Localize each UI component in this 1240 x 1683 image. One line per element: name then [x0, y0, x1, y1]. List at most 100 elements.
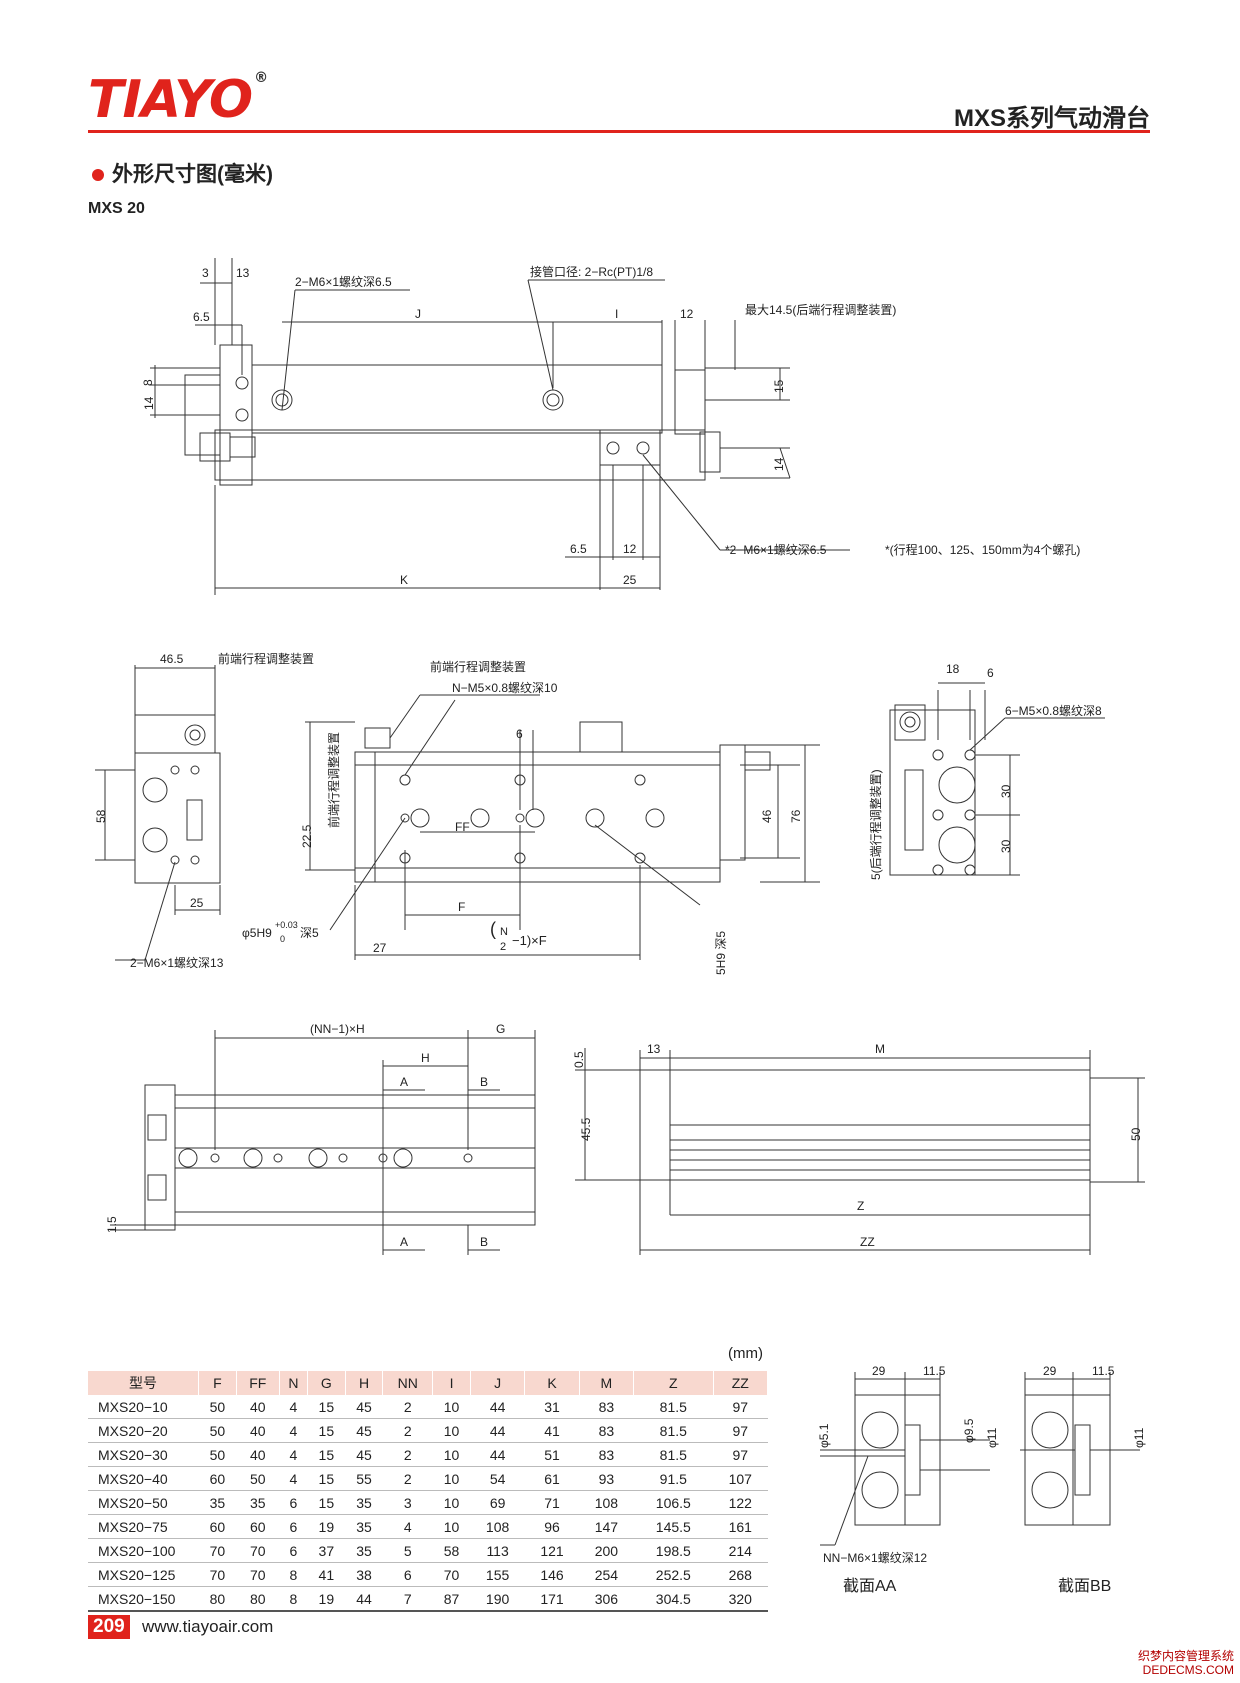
- table-cell: 171: [524, 1586, 580, 1612]
- table-header: 型号: [88, 1371, 199, 1395]
- svg-text:2−M6×1螺纹深6.5: 2−M6×1螺纹深6.5: [295, 275, 392, 289]
- svg-text:深5: 深5: [300, 926, 319, 940]
- table-header: G: [307, 1371, 346, 1395]
- table-header: F: [198, 1371, 237, 1395]
- svg-text:58: 58: [94, 809, 108, 823]
- svg-text:5(后端行程调整装置): 5(后端行程调整装置): [868, 769, 883, 880]
- table-cell: 55: [345, 1466, 383, 1491]
- table-cell: 40: [236, 1442, 280, 1467]
- table-cell: 10: [432, 1514, 471, 1539]
- svg-text:29: 29: [1043, 1364, 1057, 1378]
- table-header: M: [579, 1371, 635, 1395]
- svg-text:25: 25: [190, 896, 204, 910]
- table-cell: 198.5: [633, 1538, 714, 1563]
- table-cell: 45: [345, 1395, 383, 1419]
- svg-text:NN−M6×1螺纹深12: NN−M6×1螺纹深12: [823, 1551, 927, 1565]
- dimension-drawings: 3 13 6.5 8 14 2−M6×1螺纹深6.5 接管口径: 2−Rc(PT…: [94, 258, 1145, 1255]
- table-cell: 4: [279, 1466, 308, 1491]
- svg-text:14: 14: [772, 457, 786, 471]
- table-cell: 15: [307, 1490, 346, 1515]
- table-cell: 10: [432, 1418, 471, 1443]
- svg-text:11.5: 11.5: [1092, 1364, 1115, 1378]
- svg-text:0.5: 0.5: [572, 1051, 586, 1068]
- svg-text:K: K: [400, 573, 408, 587]
- table-cell: 69: [470, 1490, 525, 1515]
- side-view-labels: 13 M 0.5 45.5 50 Z ZZ: [572, 1042, 1143, 1249]
- table-cell: 6: [382, 1562, 433, 1587]
- svg-text:φ11: φ11: [985, 1427, 999, 1448]
- table-cell: 106.5: [633, 1490, 714, 1515]
- table-cell: 6: [279, 1538, 308, 1563]
- table-cell: 41: [524, 1418, 580, 1443]
- svg-text:B: B: [480, 1075, 488, 1089]
- table-cell: MXS20−100: [88, 1538, 199, 1563]
- table-cell: 5: [382, 1538, 433, 1563]
- table-cell: 4: [279, 1418, 308, 1443]
- top-view-drawing: [150, 258, 850, 595]
- svg-text:6: 6: [987, 666, 994, 680]
- svg-text:46.5: 46.5: [160, 652, 184, 666]
- table-cell: 58: [432, 1538, 471, 1563]
- table-cell: 190: [470, 1586, 525, 1612]
- svg-text:Z: Z: [857, 1199, 864, 1213]
- website-link[interactable]: www.tiayoair.com: [142, 1617, 274, 1636]
- table-cell: MXS20−10: [88, 1395, 199, 1419]
- registered-mark: ®: [254, 70, 268, 86]
- svg-text:*(行程100、125、150mm为4个螺孔): *(行程100、125、150mm为4个螺孔): [885, 542, 1080, 557]
- left-end-view-drawing: [95, 665, 221, 961]
- svg-text:29: 29: [872, 1364, 886, 1378]
- table-cell: 122: [713, 1490, 768, 1515]
- section-bb-drawing: [1020, 1372, 1140, 1526]
- table-cell: 81.5: [633, 1442, 714, 1467]
- svg-text:45.5: 45.5: [579, 1117, 593, 1141]
- svg-text:30: 30: [999, 784, 1013, 798]
- table-cell: 15: [307, 1418, 346, 1443]
- svg-text:6: 6: [516, 727, 523, 741]
- table-cell: 8: [279, 1586, 308, 1612]
- side-view-drawing: [575, 1048, 1145, 1255]
- svg-text:φ5.1: φ5.1: [817, 1423, 831, 1448]
- table-cell: 4: [279, 1442, 308, 1467]
- svg-text:I: I: [615, 307, 618, 321]
- model-label: MXS 20: [88, 200, 145, 217]
- table-cell: 80: [198, 1586, 237, 1612]
- table-cell: 10: [432, 1442, 471, 1467]
- svg-text:N−M5×0.8螺纹深10: N−M5×0.8螺纹深10: [452, 681, 558, 695]
- table-cell: 35: [345, 1514, 383, 1539]
- svg-text:8: 8: [141, 379, 155, 386]
- table-cell: 45: [345, 1442, 383, 1467]
- table-cell: 146: [524, 1562, 580, 1587]
- svg-text:M: M: [875, 1042, 885, 1056]
- svg-text:前端行程调整装置: 前端行程调整装置: [218, 651, 314, 666]
- table-cell: 4: [279, 1395, 308, 1419]
- table-cell: 60: [198, 1466, 237, 1491]
- table-cell: 10: [432, 1466, 471, 1491]
- table-cell: 15: [307, 1466, 346, 1491]
- table-cell: 70: [236, 1538, 280, 1563]
- svg-text:2: 2: [500, 941, 506, 953]
- table-cell: 37: [307, 1538, 346, 1563]
- table-cell: 83: [579, 1418, 634, 1443]
- table-header: K: [524, 1371, 580, 1395]
- svg-text:76: 76: [789, 809, 803, 823]
- table-cell: 252.5: [633, 1562, 714, 1587]
- bottom-view-labels: (NN−1)×H G H A B A B 1.5: [105, 1022, 505, 1249]
- section-aa-caption: 截面AA: [843, 1578, 897, 1595]
- svg-text:*2−M6×1螺纹深6.5: *2−M6×1螺纹深6.5: [725, 543, 827, 557]
- svg-text:ZZ: ZZ: [860, 1235, 875, 1249]
- table-cell: 7: [382, 1586, 433, 1612]
- table-cell: 145.5: [633, 1514, 714, 1539]
- svg-text:前端行程调整装置: 前端行程调整装置: [326, 732, 341, 828]
- svg-text:最大14.5(后端行程调整装置): 最大14.5(后端行程调整装置): [745, 302, 896, 317]
- table-cell: 108: [579, 1490, 634, 1515]
- table-cell: 87: [432, 1586, 471, 1612]
- table-cell: 50: [198, 1418, 237, 1443]
- table-cell: 91.5: [633, 1466, 714, 1491]
- svg-text:A: A: [400, 1235, 408, 1249]
- svg-text:J: J: [415, 307, 421, 321]
- right-end-view-drawing: [889, 682, 1105, 876]
